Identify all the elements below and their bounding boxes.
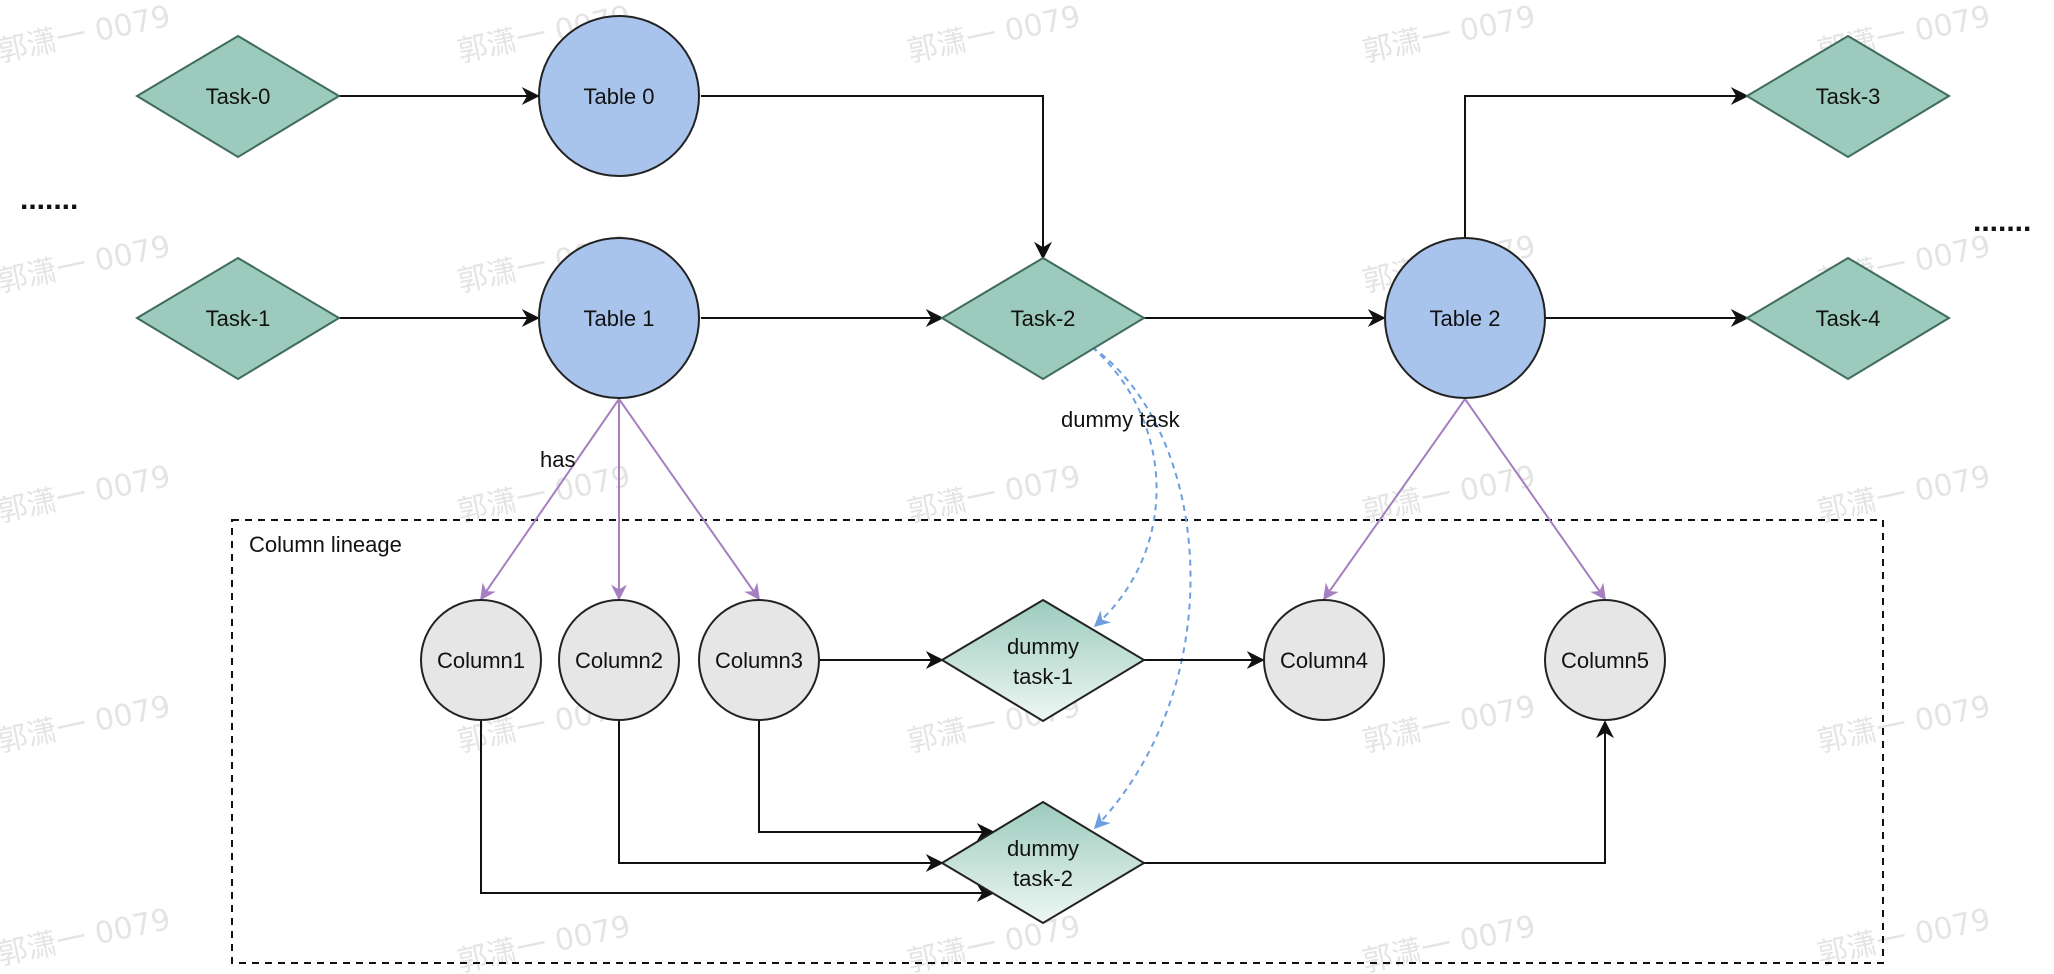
watermark: 郭潇一 0079 bbox=[1814, 459, 1993, 530]
watermark: 郭潇一 0079 bbox=[0, 0, 174, 70]
task-node-1[interactable]: Task-1 bbox=[135, 256, 341, 381]
task-node-2[interactable]: Task-2 bbox=[940, 256, 1146, 381]
task-node-0[interactable]: Task-0 bbox=[135, 34, 341, 159]
watermark-layer: 郭潇一 0079 郭潇一 0079 郭潇一 0079 郭潇一 0079 郭潇一 … bbox=[0, 0, 1994, 974]
column-lineage-label: Column lineage bbox=[249, 532, 402, 557]
task-node-4[interactable]: Task-4 bbox=[1745, 256, 1951, 381]
task-label: Task-4 bbox=[1816, 306, 1881, 331]
dummy-task-label-line1: dummy bbox=[1007, 836, 1079, 861]
ellipsis-left: ....... bbox=[20, 183, 78, 216]
watermark: 郭潇一 0079 bbox=[904, 0, 1083, 70]
edge-table0-task2 bbox=[701, 95, 1052, 260]
dummy-task-node-2[interactable]: dummy task-2 bbox=[940, 800, 1146, 925]
column-label: Column1 bbox=[437, 648, 525, 673]
column-node-2[interactable]: Column2 bbox=[558, 599, 680, 721]
edge-task2-dummy2 bbox=[1091, 346, 1192, 830]
dummy-task-label-line1: dummy bbox=[1007, 634, 1079, 659]
column-edges bbox=[480, 651, 1614, 902]
watermark: 郭潇一 0079 bbox=[0, 689, 174, 760]
task-label: Task-1 bbox=[206, 306, 271, 331]
column-node-5[interactable]: Column5 bbox=[1544, 599, 1666, 721]
edge-col2-dummy2 bbox=[618, 720, 944, 872]
edge-table2-task3 bbox=[1464, 87, 1749, 238]
table-node-1[interactable]: Table 1 bbox=[538, 237, 700, 399]
dummy-task-edges bbox=[1091, 346, 1192, 830]
table-label: Table 0 bbox=[584, 84, 655, 109]
column-node-4[interactable]: Column4 bbox=[1263, 599, 1385, 721]
table-label: Table 2 bbox=[1430, 306, 1501, 331]
dummy-task-node-1[interactable]: dummy task-1 bbox=[940, 598, 1146, 723]
table-edges bbox=[339, 87, 1749, 327]
dummy-task-label-line2: task-2 bbox=[1013, 866, 1073, 891]
watermark: 郭潇一 0079 bbox=[1814, 689, 1993, 760]
has-edges bbox=[480, 398, 1606, 601]
watermark: 郭潇一 0079 bbox=[0, 459, 174, 530]
edge-table1-col3 bbox=[618, 398, 760, 601]
edge-table1-col1 bbox=[480, 398, 620, 601]
has-label: has bbox=[540, 447, 575, 472]
edge-task2-dummy1 bbox=[1091, 346, 1158, 628]
column-label: Column2 bbox=[575, 648, 663, 673]
watermark: 郭潇一 0079 bbox=[904, 909, 1083, 974]
task-label: Task-3 bbox=[1816, 84, 1881, 109]
task-label: Task-2 bbox=[1011, 306, 1076, 331]
task-label: Task-0 bbox=[206, 84, 271, 109]
watermark: 郭潇一 0079 bbox=[1359, 689, 1538, 760]
column-label: Column5 bbox=[1561, 648, 1649, 673]
table-label: Table 1 bbox=[584, 306, 655, 331]
column-label: Column3 bbox=[715, 648, 803, 673]
column-node-1[interactable]: Column1 bbox=[420, 599, 542, 721]
column-node-3[interactable]: Column3 bbox=[698, 599, 820, 721]
watermark: 郭潇一 0079 bbox=[1359, 909, 1538, 974]
table-node-2[interactable]: Table 2 bbox=[1384, 237, 1546, 399]
edge-col3-dummy2 bbox=[758, 720, 995, 841]
watermark: 郭潇一 0079 bbox=[0, 229, 174, 300]
edge-dummy2-col5 bbox=[1144, 720, 1614, 864]
watermark: 郭潇一 0079 bbox=[0, 902, 174, 973]
edge-table2-col5 bbox=[1464, 398, 1606, 601]
task-node-3[interactable]: Task-3 bbox=[1745, 34, 1951, 159]
edge-table2-col4 bbox=[1323, 398, 1466, 601]
dummy-task-label: dummy task bbox=[1061, 407, 1181, 432]
table-node-0[interactable]: Table 0 bbox=[538, 15, 700, 177]
column-label: Column4 bbox=[1280, 648, 1368, 673]
dummy-task-label-line2: task-1 bbox=[1013, 664, 1073, 689]
ellipsis-right: ....... bbox=[1973, 205, 2031, 238]
watermark: 郭潇一 0079 bbox=[1359, 0, 1538, 70]
watermark: 郭潇一 0079 bbox=[454, 909, 633, 974]
edge-col1-dummy2 bbox=[480, 720, 995, 902]
column-lineage-container bbox=[231, 519, 1884, 964]
